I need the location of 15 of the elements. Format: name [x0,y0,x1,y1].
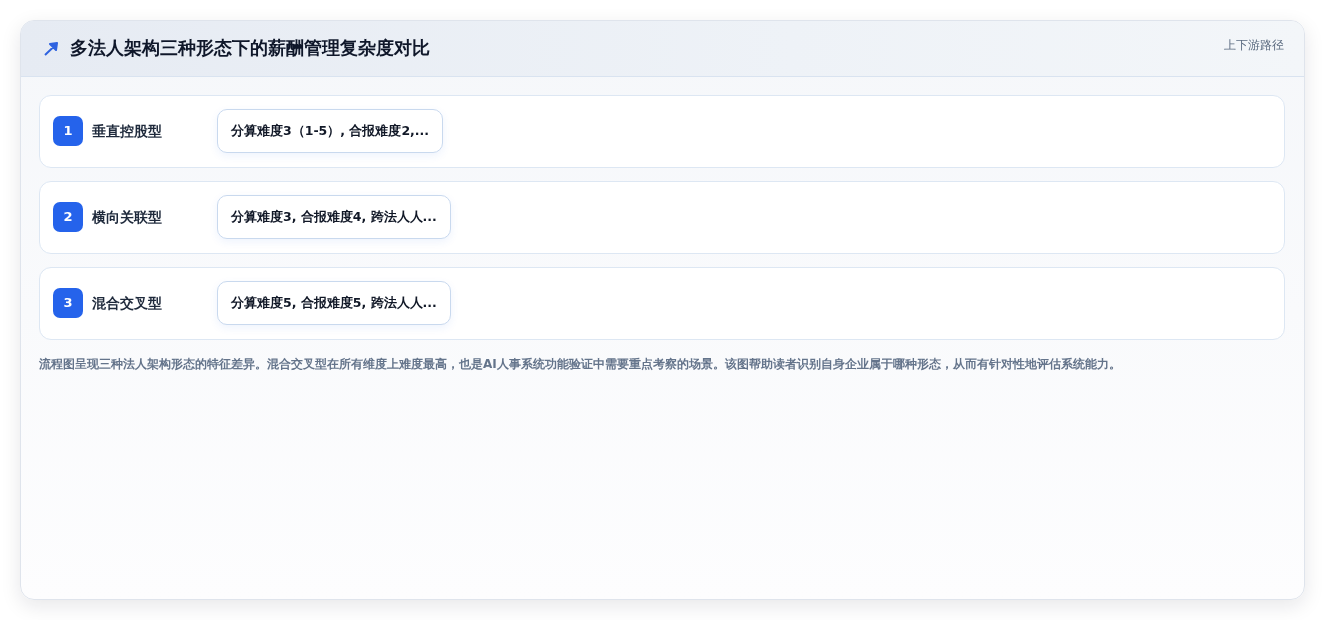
metric-summary: 分算难度3, 合报难度4, 跨法人人... [217,195,451,239]
metric-summary: 分算难度5, 合报难度5, 跨法人人... [217,281,451,325]
metric-summary: 分算难度3（1-5）, 合报难度2,... [217,109,444,153]
type-label: 混合交叉型 [92,294,162,312]
title: 多法人架构三种形态下的薪酬管理复杂度对比 [70,36,430,60]
header-tag: 上下游路径 [1224,37,1284,53]
number-badge: 3 [53,288,83,318]
number-badge: 2 [53,202,83,232]
number-badge: 1 [53,116,83,146]
row-card [39,181,1285,254]
row-card [39,95,1285,168]
row-card [39,267,1285,340]
type-label: 垂直控股型 [92,122,162,140]
caption: 流程图呈现三种法人架构形态的特征差异。混合交叉型在所有维度上难度最高，也是AI人事系统功能验证中需要重点考察的场景。该图帮助读者识别自身企业属于哪种形态，从而有针对性地评估系统能力。 [39,356,1121,372]
type-label: 横向关联型 [92,208,162,226]
